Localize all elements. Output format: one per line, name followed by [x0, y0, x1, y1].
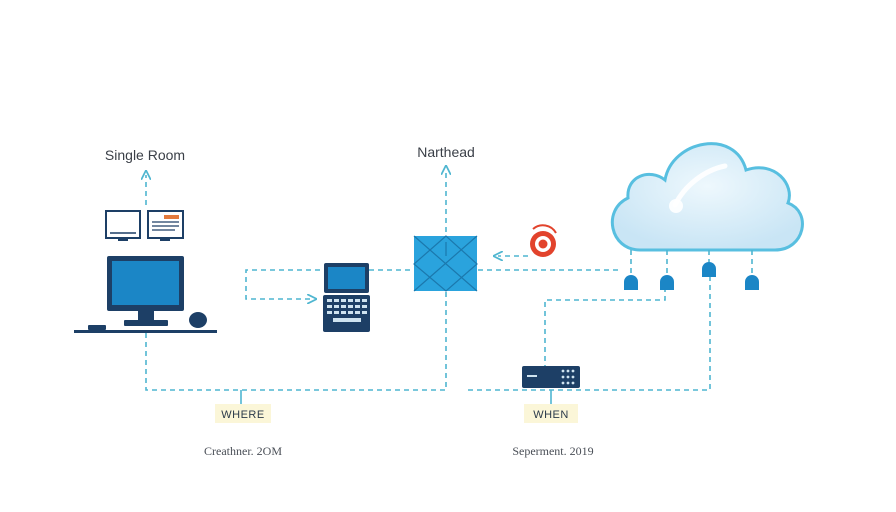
- desktop-computer-icon: [74, 256, 217, 333]
- right-bottom-connector: [468, 275, 711, 391]
- where-tag-background: [215, 404, 271, 423]
- network-switch-icon: [413, 235, 478, 292]
- cloud-sensor-connectors: [630, 250, 753, 275]
- cloud-icon: [610, 142, 804, 252]
- when-tag-background: [524, 404, 578, 423]
- document-monitor-icon: [147, 210, 184, 241]
- sensor-node-icon: [702, 262, 716, 277]
- laptop-loop-connector: [245, 269, 320, 299]
- left-caption: Creathner. 2OM: [204, 444, 282, 458]
- center-heading: Narthead: [417, 144, 475, 160]
- right-caption: Seperment. 2019: [512, 444, 593, 458]
- monitor-icon: [105, 210, 141, 241]
- left-bottom-connector: [145, 292, 447, 391]
- router-icon: [522, 366, 580, 388]
- sensor-node-icon: [624, 275, 638, 290]
- target-icon: [530, 224, 557, 257]
- left-heading: Single Room: [105, 147, 185, 163]
- sensor-node-icon: [745, 275, 759, 290]
- laptop-icon: [323, 263, 370, 332]
- router-cloud-connector: [544, 285, 666, 370]
- where-tag: WHERE: [221, 409, 264, 421]
- sensor-node-icon: [660, 275, 674, 290]
- when-tag: WHEN: [533, 409, 569, 421]
